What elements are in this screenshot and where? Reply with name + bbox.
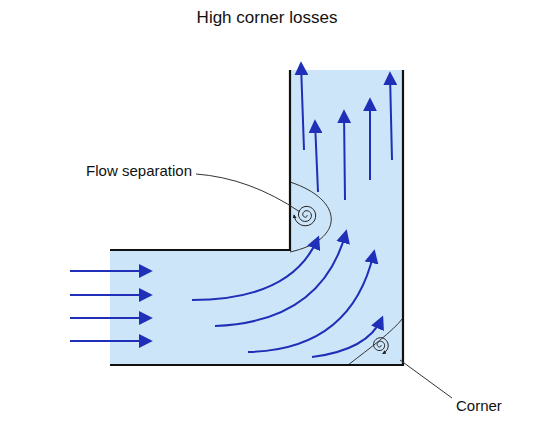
leader-line bbox=[196, 174, 300, 212]
separation-bubble bbox=[290, 182, 331, 252]
pipe-wall bbox=[110, 70, 290, 250]
callout-label: Flow separation bbox=[86, 162, 192, 179]
fluid-region bbox=[110, 70, 403, 365]
callout-label: Corner bbox=[456, 397, 502, 414]
diagram-title: High corner losses bbox=[197, 8, 338, 28]
leader-line bbox=[400, 360, 452, 398]
vortex-spiral bbox=[294, 206, 316, 225]
vortex-spiral bbox=[374, 338, 389, 354]
flow-arrows bbox=[70, 64, 392, 357]
pipe-wall bbox=[110, 70, 403, 365]
corner-bubble bbox=[348, 318, 403, 365]
